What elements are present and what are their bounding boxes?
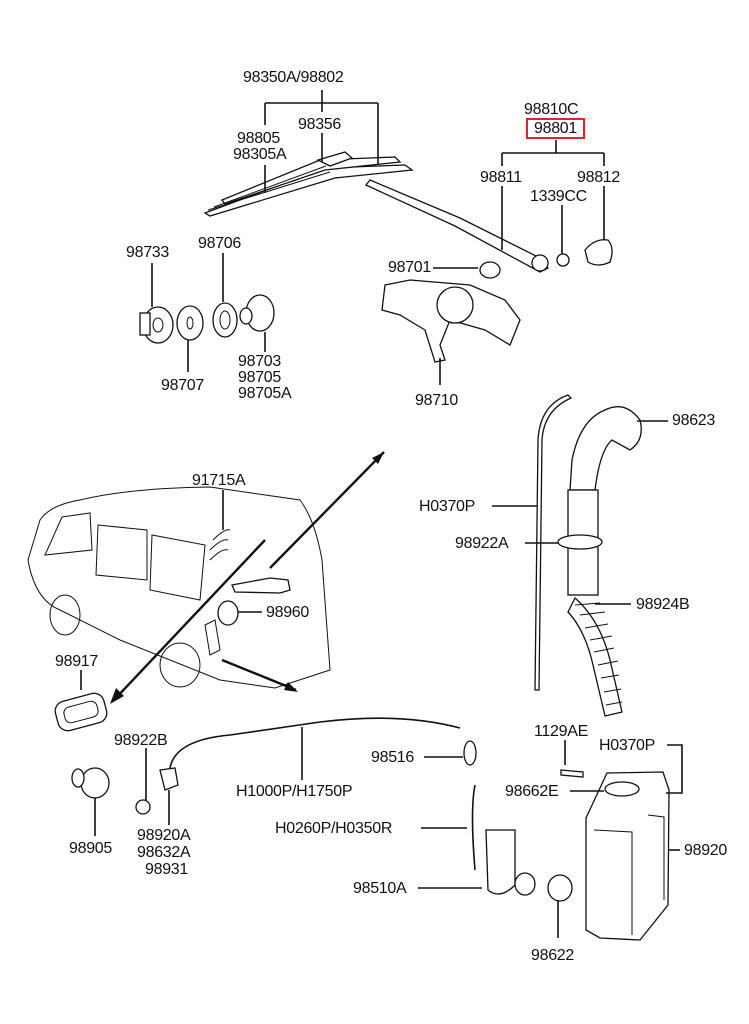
label-98516: 98516 — [371, 749, 414, 766]
label-98931: 98931 — [145, 861, 188, 878]
filler-hose-drawing — [534, 394, 642, 717]
label-98920a: 98920A — [137, 827, 191, 844]
label-98623: 98623 — [672, 412, 715, 429]
label-98801-highlighted[interactable]: 98801 — [526, 118, 585, 139]
reservoir-drawing — [560, 740, 683, 941]
label-98350a-98802: 98350A/98802 — [243, 69, 344, 86]
label-h0260p-h0350r: H0260P/H0350R — [275, 820, 393, 837]
label-98733: 98733 — [126, 244, 169, 261]
leader-wiper-blade — [264, 90, 379, 193]
label-98662e: 98662E — [505, 783, 559, 800]
wiper-blade-drawing — [203, 151, 414, 217]
label-98701: 98701 — [388, 259, 431, 276]
label-1339cc: 1339CC — [530, 188, 587, 205]
label-98706: 98706 — [198, 235, 241, 252]
van-drawing — [27, 486, 331, 689]
label-98812: 98812 — [577, 169, 620, 186]
label-98632a: 98632A — [137, 844, 191, 861]
label-98924b: 98924B — [636, 596, 690, 613]
label-98917: 98917 — [55, 653, 98, 670]
label-98922a: 98922A — [455, 535, 509, 552]
pump-drawing — [418, 740, 573, 938]
label-98960: 98960 — [266, 604, 309, 621]
lower-left-parts-drawing — [54, 692, 461, 815]
label-91715a: 91715A — [192, 472, 246, 489]
label-h0370p-filler: H0370P — [419, 498, 476, 515]
label-98811: 98811 — [480, 169, 522, 186]
leader-filler-hose — [492, 420, 668, 605]
label-98705a: 98705A — [238, 385, 292, 402]
label-98622: 98622 — [531, 947, 574, 964]
leader-small-parts — [151, 253, 266, 372]
label-98305a: 98305A — [233, 146, 287, 163]
label-h1000p-h1750p: H1000P/H1750P — [236, 783, 353, 800]
label-1129ae: 1129AE — [534, 723, 588, 740]
label-98510a: 98510A — [353, 880, 407, 897]
label-98705: 98705 — [238, 369, 281, 386]
leader-arm-assy — [501, 140, 605, 254]
label-98810c: 98810C — [524, 101, 579, 118]
label-98920: 98920 — [684, 842, 727, 859]
label-98905: 98905 — [69, 840, 112, 857]
label-98703: 98703 — [238, 353, 281, 370]
label-h0370p-reservoir: H0370P — [599, 737, 656, 754]
label-98805: 98805 — [237, 130, 280, 147]
leader-van — [80, 490, 262, 690]
label-98707: 98707 — [161, 377, 204, 394]
small-parts-drawing — [139, 294, 275, 344]
label-98710: 98710 — [415, 392, 458, 409]
label-98356: 98356 — [298, 116, 341, 133]
wiper-motor-drawing — [381, 261, 521, 385]
assembly-arrows — [110, 451, 385, 704]
label-98922b: 98922B — [114, 732, 168, 749]
leader-lower-left — [94, 727, 303, 836]
